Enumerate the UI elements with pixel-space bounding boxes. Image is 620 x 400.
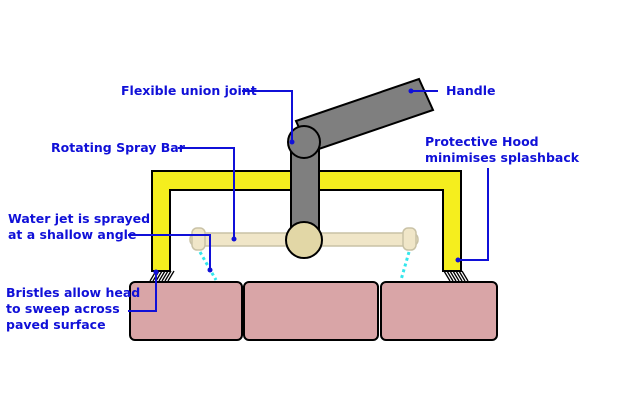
label-protective-hood-line1: Protective Hood — [425, 134, 539, 149]
label-bristles-line1: Bristles allow head — [6, 285, 141, 300]
label-water-jet-line2: at a shallow angle — [8, 227, 137, 242]
leader-water-jet — [128, 234, 211, 270]
label-rotating-spray-bar: Rotating Spray Bar — [51, 140, 185, 155]
leader-dot-handle — [408, 88, 414, 94]
vertical-shaft — [290, 145, 320, 231]
flexible-union-joint — [287, 125, 321, 159]
paving-slab-middle — [243, 281, 379, 341]
bristles-right — [443, 270, 469, 282]
leader-rotating-spray-bar — [178, 147, 235, 239]
label-water-jet: Water jet is sprayed at a shallow angle — [8, 211, 150, 243]
leader-flexible-union-joint — [242, 90, 293, 142]
leader-dot-water-jet — [207, 267, 213, 273]
spray-nozzle-left — [191, 227, 206, 251]
spray-nozzle-right — [402, 227, 417, 251]
spray-bar-hub — [285, 221, 323, 259]
label-protective-hood: Protective Hood minimises splashback — [425, 134, 579, 166]
water-jet-right — [399, 251, 411, 281]
leader-dot-protective-hood — [455, 257, 461, 263]
label-protective-hood-line2: minimises splashback — [425, 150, 580, 165]
leader-bristles — [128, 272, 157, 312]
leader-dot-bristles — [153, 269, 159, 275]
water-jet-left — [198, 251, 218, 281]
label-water-jet-line1: Water jet is sprayed — [8, 211, 151, 226]
paving-slab-right — [380, 281, 498, 341]
label-handle: Handle — [446, 83, 496, 98]
protective-hood — [151, 170, 462, 272]
leader-dot-rotating-spray-bar — [231, 236, 237, 242]
leader-dot-flexible-union-joint — [289, 139, 295, 145]
label-bristles-line3: paved surface — [6, 317, 106, 332]
label-flexible-union-joint: Flexible union joint — [121, 83, 257, 98]
leader-protective-hood — [458, 168, 489, 261]
label-bristles-line2: to sweep across — [6, 301, 120, 316]
paving-slabs — [129, 281, 498, 341]
label-bristles: Bristles allow head to sweep across pave… — [6, 285, 140, 333]
